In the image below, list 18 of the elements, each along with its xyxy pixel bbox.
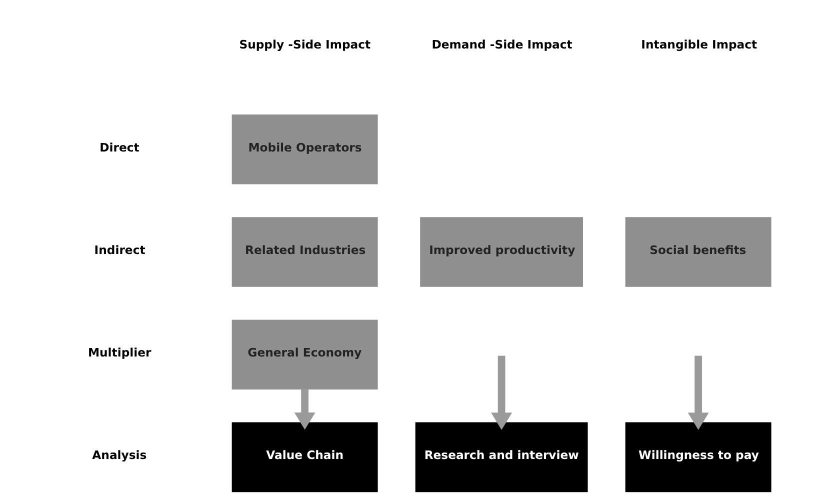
node-box: General Economy: [231, 320, 378, 390]
label: Direct: [99, 140, 139, 154]
arrow: [294, 389, 315, 430]
node-box: Willingness to pay: [624, 422, 771, 492]
node-box: Value Chain: [231, 422, 378, 492]
node-box: Research and interview: [414, 422, 588, 492]
label: Intangible Impact: [640, 38, 757, 52]
node-box: Social benefits: [624, 217, 771, 287]
arrow: [687, 356, 708, 430]
arrow: [490, 356, 512, 430]
label: Demand -Side Impact: [431, 38, 572, 52]
label: Supply -Side Impact: [238, 38, 370, 52]
label: Multiplier: [87, 346, 151, 360]
label: Analysis: [92, 448, 146, 462]
label: Indirect: [94, 242, 145, 257]
node-box: Related Industries: [231, 217, 378, 287]
node-box: Mobile Operators: [231, 114, 378, 184]
node-box: Improved productivity: [420, 217, 582, 287]
